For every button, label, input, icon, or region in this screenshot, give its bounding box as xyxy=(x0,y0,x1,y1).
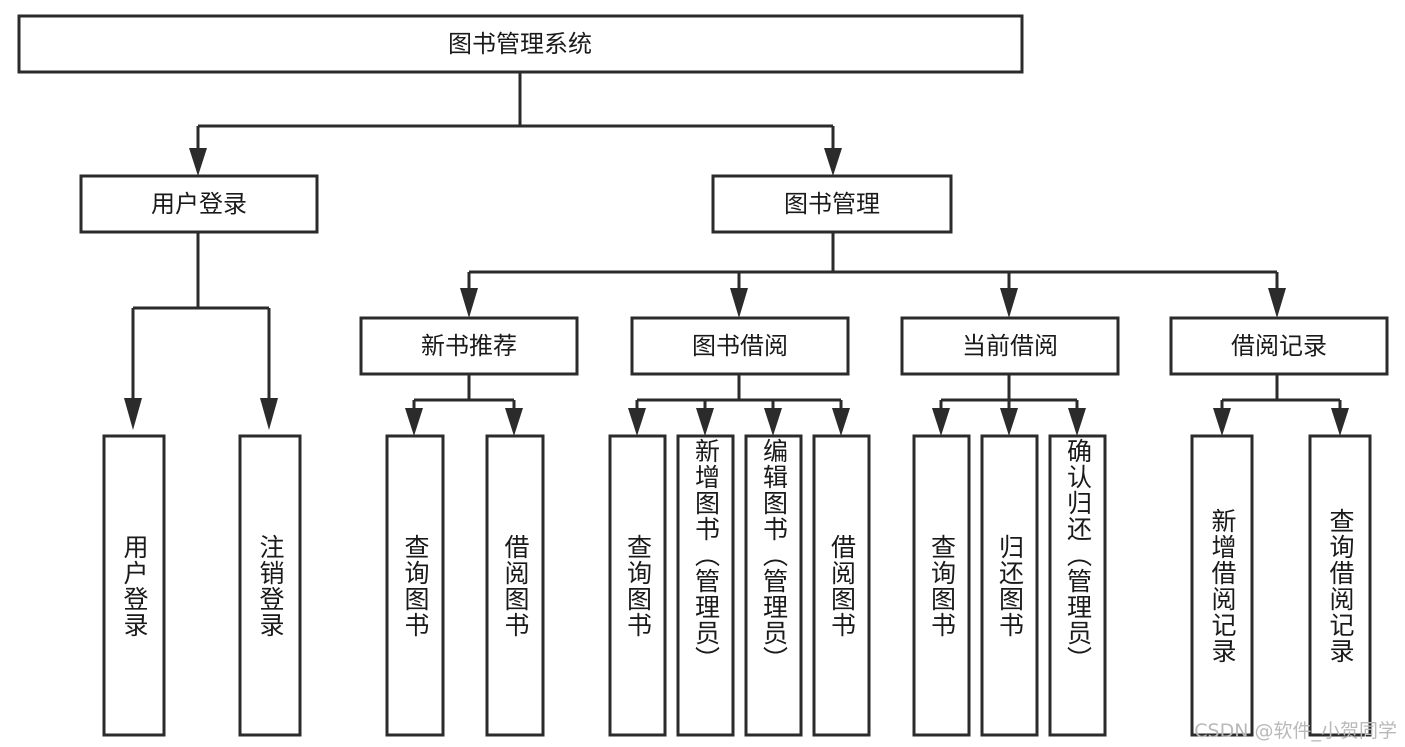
node-current-borrow-label: 当前借阅 xyxy=(962,332,1058,360)
arrowhead-book-manage xyxy=(824,148,842,176)
node-leaf-return-book[interactable] xyxy=(980,434,1039,737)
node-leaf-confirm-return[interactable] xyxy=(1048,434,1107,737)
node-leaf-logout-login[interactable] xyxy=(238,434,302,737)
connector-layer xyxy=(124,72,1349,436)
arrowhead-leaf-query-book-2 xyxy=(628,408,646,436)
arrowhead-leaf-edit-book xyxy=(764,408,782,436)
node-leaf-query-book-3[interactable] xyxy=(912,434,971,737)
node-leaf-edit-book[interactable] xyxy=(744,434,803,737)
node-leaf-add-book[interactable] xyxy=(676,434,735,737)
node-leaf-query-borrow-record[interactable] xyxy=(1308,434,1372,737)
node-layer: 图书管理系统 用户登录 图书管理 新书推荐 图书借阅 当前借阅 借阅记录 xyxy=(17,14,1389,737)
node-leaf-query-book-2[interactable] xyxy=(608,434,667,737)
node-leaf-borrow-book-2[interactable] xyxy=(812,434,871,737)
node-leaf-query-book-1[interactable] xyxy=(385,434,445,737)
node-book-borrow-label: 图书借阅 xyxy=(692,332,788,360)
arrowhead-leaf-confirm-return xyxy=(1068,408,1086,436)
arrowhead-user-login xyxy=(189,148,207,176)
arrowhead-current-borrow xyxy=(1000,288,1018,318)
node-user-login[interactable] xyxy=(79,174,319,234)
arrowhead-leaf-borrow-book-2 xyxy=(832,408,850,436)
arrowhead-leaf-query-book-3 xyxy=(932,408,950,436)
node-current-borrow[interactable] xyxy=(900,316,1120,376)
node-user-login-label: 用户登录 xyxy=(151,190,247,218)
arrowhead-leaf-query-borrow-record xyxy=(1331,408,1349,436)
arrowhead-leaf-add-book xyxy=(696,408,714,436)
arrowhead-book-borrow xyxy=(730,288,748,318)
node-leaf-borrow-book-1[interactable] xyxy=(485,434,545,737)
node-root[interactable] xyxy=(17,14,1024,74)
arrowhead-leaf-logout-login xyxy=(260,398,278,430)
node-leaf-add-borrow-record[interactable] xyxy=(1190,434,1254,737)
node-leaf-user-login[interactable] xyxy=(102,434,166,737)
node-new-book-recommend-label: 新书推荐 xyxy=(421,332,517,360)
arrowhead-new-book-recommend xyxy=(460,288,478,318)
node-borrow-record-label: 借阅记录 xyxy=(1231,332,1327,360)
arrowhead-leaf-return-book xyxy=(1000,408,1018,436)
arrowhead-borrow-record xyxy=(1268,288,1286,318)
arrowhead-leaf-add-borrow-record xyxy=(1213,408,1231,436)
arrowhead-leaf-query-book-1 xyxy=(405,408,423,436)
node-new-book-recommend[interactable] xyxy=(359,316,579,376)
node-book-borrow[interactable] xyxy=(630,316,850,376)
node-book-manage[interactable] xyxy=(711,174,953,234)
node-root-label: 图书管理系统 xyxy=(448,30,592,58)
arrowhead-leaf-borrow-book-1 xyxy=(505,408,523,436)
node-book-manage-label: 图书管理 xyxy=(784,190,880,218)
node-borrow-record[interactable] xyxy=(1169,316,1389,376)
arrowhead-leaf-user-login xyxy=(124,398,142,430)
